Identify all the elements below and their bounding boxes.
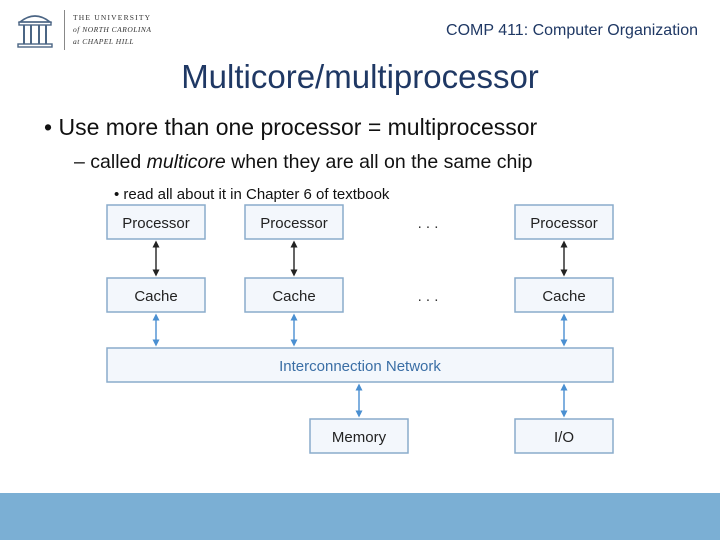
processor-box-2: Processor (244, 204, 344, 240)
memory-box: Memory (309, 418, 409, 454)
interconnection-network-box: Interconnection Network (106, 347, 614, 383)
university-line-2: of NORTH CAROLINA (73, 25, 152, 34)
bullet-2-pre: called (90, 151, 147, 173)
cache-box-3: Cache (514, 277, 614, 313)
processor-label-1: Processor (122, 215, 190, 232)
bullet-3-text: read all about it in Chapter 6 of textbo… (123, 186, 390, 203)
io-label: I/O (554, 429, 574, 446)
processor-label-3: Processor (530, 215, 598, 232)
cache-box-1: Cache (106, 277, 206, 313)
university-line-3: at CHAPEL HILL (73, 37, 135, 46)
bullet-level-3: • read all about it in Chapter 6 of text… (114, 186, 390, 203)
processor-ellipsis: . . . (418, 215, 439, 232)
io-box: I/O (514, 418, 614, 454)
cache-label-3: Cache (542, 288, 585, 305)
bullet-level-1: • Use more than one processor = multipro… (44, 114, 538, 140)
course-title: COMP 411: Computer Organization (446, 22, 698, 39)
footer-bar (0, 493, 720, 540)
university-name: THE UNIVERSITY of NORTH CAROLINA at CHAP… (73, 12, 152, 48)
cache-label-2: Cache (272, 288, 315, 305)
logo-divider (64, 10, 65, 50)
bullet-2-emphasis: multicore (146, 151, 226, 173)
bullet-1-text: Use more than one processor = multiproce… (58, 114, 538, 140)
bullet-2-post: when they are all on the same chip (225, 151, 533, 173)
cache-label-1: Cache (134, 288, 177, 305)
processor-box-1: Processor (106, 204, 206, 240)
cache-box-2: Cache (244, 277, 344, 313)
memory-label: Memory (332, 429, 387, 446)
university-line-1: THE UNIVERSITY (73, 13, 152, 22)
interconnection-network-label: Interconnection Network (279, 358, 441, 375)
slide-title: Multicore/multiprocessor (181, 58, 539, 95)
processor-label-2: Processor (260, 215, 328, 232)
processor-box-3: Processor (514, 204, 614, 240)
bullet-level-2: – called multicore when they are all on … (74, 151, 533, 173)
university-logo-icon (14, 8, 56, 55)
cache-ellipsis: . . . (418, 288, 439, 305)
